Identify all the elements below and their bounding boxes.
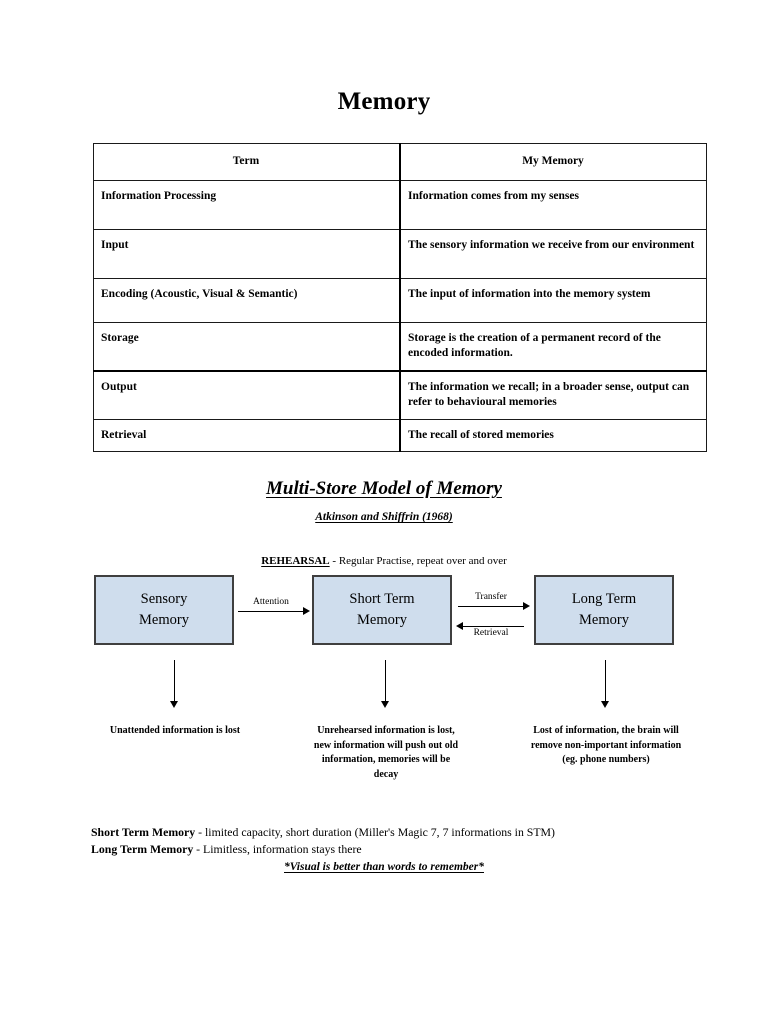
cell-term: Information Processing [93, 179, 401, 230]
cell-memory: The input of information into the memory… [399, 277, 707, 323]
down-arrow-line-sensory [174, 660, 175, 702]
transfer-arrow-line [458, 606, 524, 607]
down-arrow-line-ltm [605, 660, 606, 702]
attention-arrow-label: Attention [253, 597, 289, 607]
model-heading: Multi-Store Model of Memory [266, 478, 502, 499]
cell-memory: The recall of stored memories [399, 418, 707, 453]
retrieval-arrow-head-icon [456, 622, 463, 630]
table-row: Retrieval The recall of stored memories [93, 418, 707, 453]
outcome-note-ltm: Lost of information, the brain will remo… [530, 725, 682, 765]
summary-text-stm: - limited capacity, short duration (Mill… [195, 825, 555, 839]
attention-arrow-line [238, 611, 304, 612]
final-caption: *Visual is better than words to remember… [0, 861, 768, 873]
retrieval-arrow-label: Retrieval [473, 628, 509, 638]
down-arrow-head-icon-stm [381, 701, 389, 708]
summary-line-stm: Short Term Memory - limited capacity, sh… [0, 824, 768, 841]
table-row: Input The sensory information we receive… [93, 228, 707, 279]
cell-memory: The sensory information we receive from … [399, 228, 707, 279]
rehearsal-description: - Regular Practise, repeat over and over [329, 555, 507, 567]
table-row: Information Processing Information comes… [93, 179, 707, 230]
cell-memory: Storage is the creation of a permanent r… [399, 321, 707, 372]
table-row: Storage Storage is the creation of a per… [93, 321, 707, 372]
cell-term: Input [93, 228, 401, 279]
cell-term: Retrieval [93, 418, 401, 453]
summary-term-stm: Short Term Memory [91, 825, 196, 839]
outcome-note-sensory: Unattended information is lost [109, 725, 241, 736]
terms-table: Term My Memory Information Processing In… [93, 143, 707, 453]
rehearsal-keyword: REHEARSAL [261, 555, 330, 567]
transfer-arrow-head-icon [523, 602, 530, 610]
cell-term: Encoding (Acoustic, Visual & Semantic) [93, 277, 401, 323]
cell-memory: Information comes from my senses [399, 179, 707, 230]
outcome-note-stm: Unrehearsed information is lost, new inf… [313, 725, 459, 780]
model-subheading: Atkinson and Shiffrin (1968) [315, 511, 453, 523]
down-arrow-line-stm [385, 660, 386, 702]
column-header-my-memory: My Memory [399, 143, 707, 181]
attention-arrow-head-icon [303, 607, 310, 615]
table-row: Output The information we recall; in a b… [93, 369, 707, 420]
cell-memory: The information we recall; in a broader … [399, 369, 707, 420]
summary-block: Short Term Memory - limited capacity, sh… [0, 824, 768, 873]
summary-term-ltm: Long Term Memory [91, 842, 194, 857]
cell-term: Output [93, 369, 401, 420]
summary-line-ltm: Long Term Memory - Limitless, informatio… [0, 841, 768, 858]
column-header-term: Term [93, 143, 401, 181]
cell-term: Storage [93, 321, 401, 372]
down-arrow-head-icon-sensory [170, 701, 178, 708]
table-header-row: Term My Memory [93, 143, 707, 181]
summary-text-ltm: - Limitless, information stays there [193, 842, 362, 857]
down-arrow-head-icon-ltm [601, 701, 609, 708]
retrieval-arrow-line [458, 626, 524, 627]
final-caption-text: *Visual is better than words to remember… [284, 860, 484, 873]
transfer-arrow-label: Transfer [475, 592, 507, 602]
table-row: Encoding (Acoustic, Visual & Semantic) T… [93, 277, 707, 323]
page-title: Memory [337, 88, 431, 115]
rehearsal-note: REHEARSAL - Regular Practise, repeat ove… [0, 555, 768, 568]
